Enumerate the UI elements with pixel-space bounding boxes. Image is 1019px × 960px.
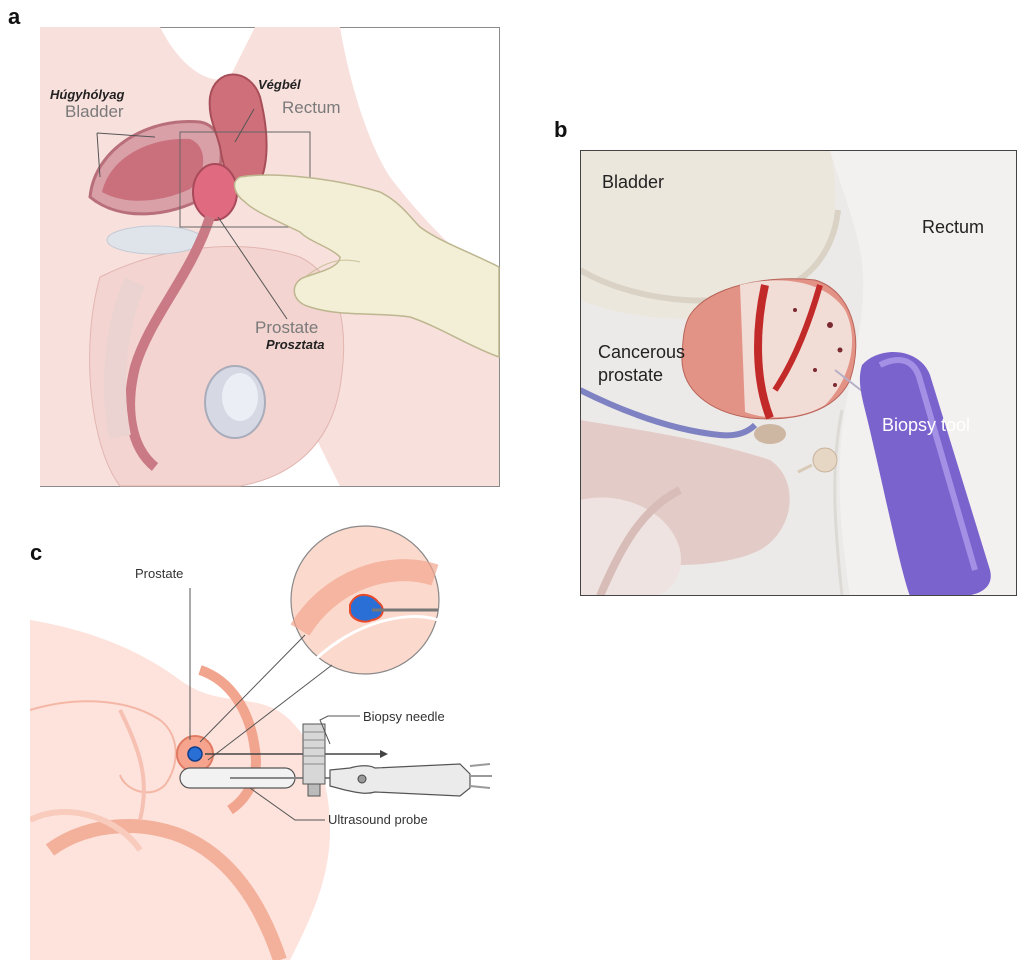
label-prostate-hu: Prosztata — [266, 337, 325, 352]
tumor-dot — [188, 747, 202, 761]
panel-c-illustration: Prostate Biopsy needle Ultrasound probe — [30, 520, 530, 960]
label-rectum-en: Rectum — [282, 98, 341, 117]
label-c-biopsy-needle: Biopsy needle — [363, 709, 445, 724]
panel-b-letter: b — [554, 117, 567, 143]
label-b-biopsy-tool: Biopsy tool — [882, 415, 970, 435]
label-prostate-en: Prostate — [255, 318, 318, 337]
panel-b-illustration: Bladder Rectum Cancerous prostate Biopsy… — [580, 150, 1017, 596]
label-b-cancerous-line1: Cancerous — [598, 342, 685, 362]
prostate-organ — [193, 164, 237, 220]
magnified-view — [291, 526, 439, 674]
label-rectum-hu: Végbél — [258, 77, 301, 92]
label-bladder-en: Bladder — [65, 102, 124, 121]
label-c-ultrasound-probe: Ultrasound probe — [328, 812, 428, 827]
label-b-bladder: Bladder — [602, 172, 664, 192]
label-c-prostate: Prostate — [135, 566, 183, 581]
label-b-rectum: Rectum — [922, 217, 984, 237]
label-bladder-hu: Húgyhólyag — [50, 87, 124, 102]
pubic-bone — [107, 226, 203, 254]
label-b-cancerous-line2: prostate — [598, 365, 663, 385]
cancerous-prostate — [682, 279, 856, 419]
panel-a-letter: a — [8, 4, 20, 30]
pelvis-silhouette — [30, 620, 330, 960]
panel-a-illustration: Húgyhólyag Bladder Végbél Rectum Prostat… — [40, 27, 500, 487]
